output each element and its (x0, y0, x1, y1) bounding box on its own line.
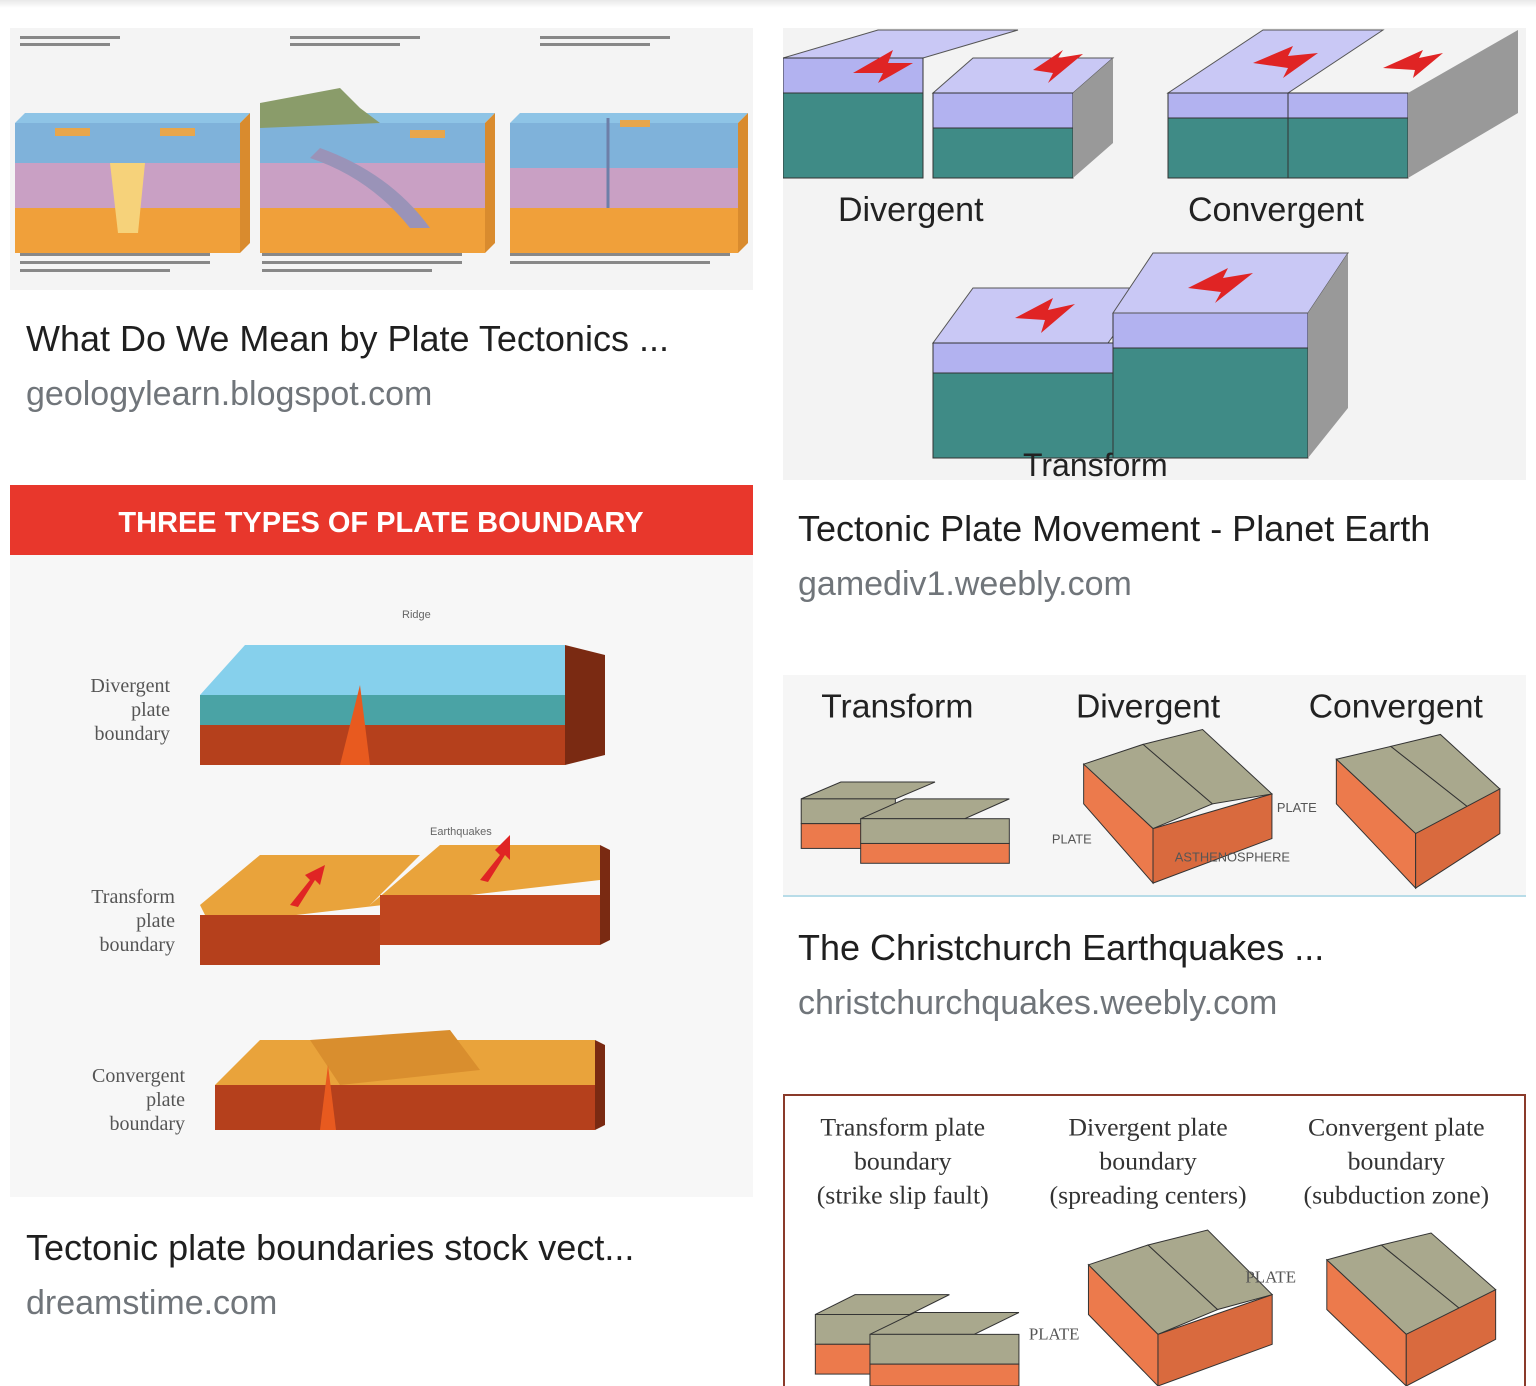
top-edge-fade (0, 0, 1536, 8)
result-image-christchurchquakes[interactable]: Transform Divergent Convergent PLATE PLA… (783, 675, 1526, 897)
divergent-slabs (1082, 728, 1274, 885)
convergent-label-1: Convergent plate (1308, 1113, 1485, 1142)
result-title[interactable]: What Do We Mean by Plate Tectonics ... (26, 318, 669, 359)
plate-boundary-types-illustration: Transform plate boundary (strike slip fa… (814, 1113, 1497, 1386)
three-boundary-slab-illustration: Transform Divergent Convergent PLATE PLA… (800, 689, 1501, 890)
divergent-label-1: Divergent (90, 675, 170, 697)
convergent-panel-b (260, 88, 495, 253)
transform-label-3: boundary (99, 934, 175, 956)
transform-panel-c (510, 113, 748, 253)
transform-label: Transform (821, 689, 973, 726)
plate-label-right: PLATE (1277, 800, 1317, 815)
result-title[interactable]: Tectonic plate boundaries stock vect... (26, 1227, 635, 1268)
result-domain: geologylearn.blogspot.com (26, 375, 433, 413)
earthquakes-label: Earthquakes (430, 826, 492, 838)
result-image-geologylearn[interactable] (10, 28, 753, 290)
divergent-label-3: (spreading centers) (1049, 1180, 1246, 1209)
transform-boundary-diagram: Transform plate boundary Earthquakes (91, 826, 610, 965)
transform-label-2: boundary (854, 1146, 952, 1175)
transform-slabs (814, 1294, 1020, 1386)
plate-tectonics-three-panel-illustration (15, 36, 748, 272)
divergent-label-2: boundary (1099, 1146, 1197, 1175)
ridge-label: Ridge (402, 609, 431, 621)
result-domain: dreamstime.com (26, 1284, 278, 1322)
transform-slabs (800, 781, 1010, 864)
convergent-label: Convergent (1188, 191, 1364, 229)
transform-label-3: (strike slip fault) (817, 1180, 989, 1209)
convergent-label-1: Convergent (92, 1065, 185, 1087)
transform-label-1: Transform plate (820, 1113, 985, 1142)
plate-movement-block-diagram: Divergent Convergent Transform (783, 29, 1518, 480)
plate-label-left: PLATE (1052, 831, 1092, 846)
transform-label: Transform (1023, 447, 1168, 480)
result-title[interactable]: Tectonic Plate Movement - Planet Earth (798, 508, 1431, 549)
banner (10, 485, 753, 555)
divergent-label-1: Divergent plate (1068, 1113, 1227, 1142)
convergent-blocks: Convergent (1166, 29, 1518, 229)
transform-label-2: plate (136, 910, 175, 932)
transform-label-1: Transform (91, 886, 175, 908)
banner-title: THREE TYPES OF PLATE BOUNDARY (118, 507, 643, 539)
divergent-label: Divergent (1076, 689, 1221, 726)
caption-lines (20, 36, 730, 272)
convergent-label-3: boundary (109, 1113, 185, 1135)
divergent-label-3: boundary (94, 723, 170, 745)
divergent-label: Divergent (838, 191, 984, 229)
result-image-boundary-types[interactable]: Transform plate boundary (strike slip fa… (783, 1094, 1526, 1386)
divergent-slabs (1087, 1229, 1274, 1386)
convergent-boundary-diagram: Convergent plate boundary (92, 1030, 605, 1135)
convergent-label: Convergent (1309, 689, 1484, 726)
result-domain: gamediv1.weebly.com (798, 565, 1132, 603)
asthenosphere-label: ASTHENOSPHERE (1175, 849, 1291, 864)
convergent-slabs (1335, 733, 1501, 890)
divergent-blocks: Divergent (783, 29, 1115, 229)
result-domain: christchurchquakes.weebly.com (798, 984, 1278, 1022)
divergent-label-2: plate (131, 699, 170, 721)
convergent-label-2: boundary (1348, 1146, 1446, 1175)
plate-label-left: PLATE (1029, 1324, 1080, 1343)
plate-label-right: PLATE (1245, 1268, 1296, 1287)
result-title[interactable]: The Christchurch Earthquakes ... (798, 927, 1325, 968)
divergent-panel-a (15, 113, 250, 253)
transform-blocks: Transform (932, 252, 1349, 480)
result-image-gamediv1[interactable]: Divergent Convergent Transform (783, 28, 1526, 480)
result-image-dreamstime[interactable]: THREE TYPES OF PLATE BOUNDARY Divergent … (10, 485, 753, 1197)
divergent-boundary-diagram: Divergent plate boundary Ridge (90, 609, 605, 765)
convergent-slabs (1325, 1232, 1497, 1386)
convergent-label-2: plate (146, 1089, 185, 1111)
three-plate-boundaries-illustration: THREE TYPES OF PLATE BOUNDARY Divergent … (10, 485, 753, 1135)
convergent-label-3: (subduction zone) (1304, 1180, 1490, 1209)
